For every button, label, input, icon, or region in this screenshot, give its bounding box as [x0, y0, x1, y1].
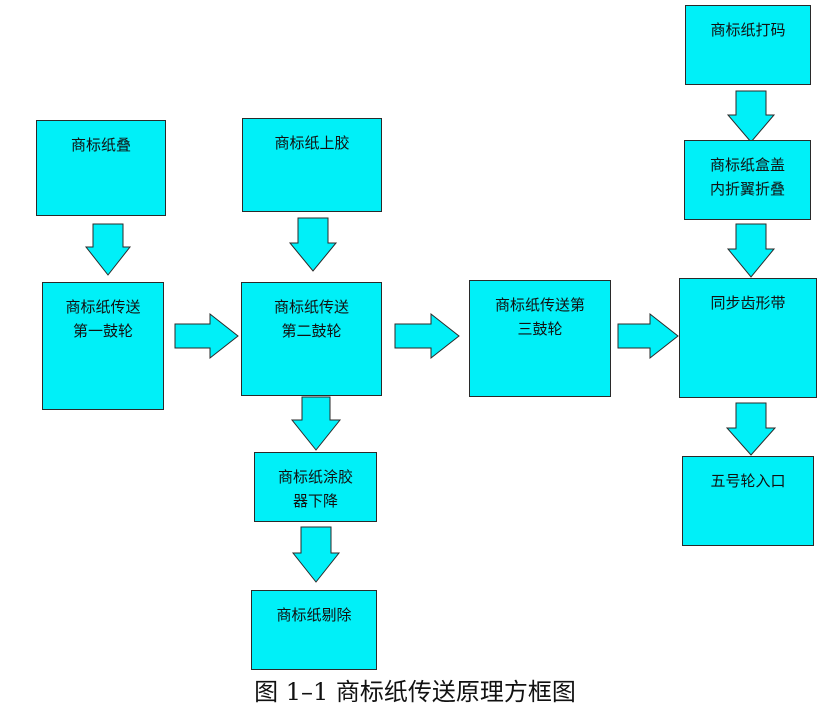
node-trademark-coding: 商标纸打码 — [685, 5, 811, 85]
arrow-n5-n6 — [174, 312, 239, 360]
arrow-n9-n11 — [291, 526, 341, 583]
arrow-n4-n8 — [726, 223, 776, 278]
node-trademark-glue: 商标纸上胶 — [242, 118, 382, 212]
arrow-n8-n10 — [725, 402, 777, 456]
node-timing-belt: 同步齿形带 — [679, 278, 817, 398]
node-glue-lower: 商标纸涂胶 器下降 — [254, 452, 377, 522]
node-wheel5-inlet: 五号轮入口 — [682, 456, 814, 546]
arrow-n3-n4 — [726, 90, 776, 143]
node-trademark-stack: 商标纸叠 — [36, 120, 166, 216]
arrow-n6-n7 — [394, 312, 460, 360]
arrow-n6-n9 — [290, 396, 342, 451]
node-reject: 商标纸剔除 — [251, 590, 377, 670]
node-drum-1: 商标纸传送 第一鼓轮 — [42, 282, 164, 410]
node-lid-fold: 商标纸盒盖 内折翼折叠 — [684, 140, 811, 220]
arrow-n1-n5 — [84, 223, 132, 276]
arrow-n2-n6 — [288, 217, 338, 272]
node-drum-2: 商标纸传送 第二鼓轮 — [241, 282, 382, 396]
arrow-n7-n8 — [617, 312, 679, 360]
node-drum-3: 商标纸传送第 三鼓轮 — [469, 280, 611, 397]
figure-caption: 图 1–1 商标纸传送原理方框图 — [254, 678, 576, 706]
